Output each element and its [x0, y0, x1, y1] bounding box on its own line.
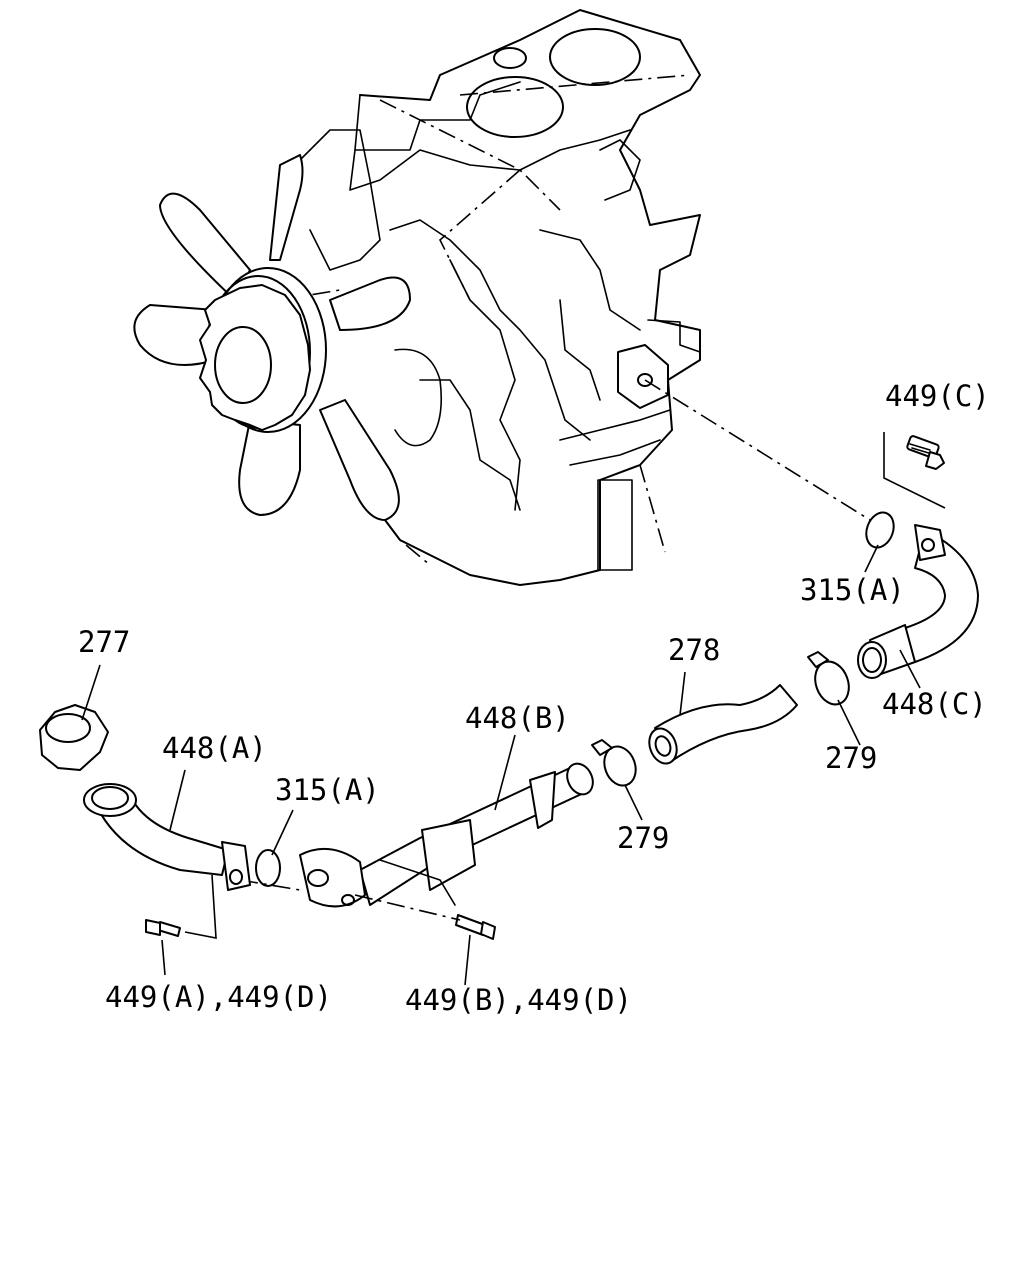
- label-448c: 448(C): [882, 687, 987, 721]
- label-448b: 448(B): [465, 701, 570, 735]
- label-449ad: 449(A),449(D): [105, 980, 332, 1014]
- label-278: 278: [668, 633, 720, 667]
- bolt-449c: [906, 435, 945, 470]
- pulley-boss: [214, 326, 272, 404]
- leader-lines: [81, 544, 921, 986]
- fan-blade: [133, 304, 216, 366]
- bolt-449c-lead: [883, 432, 946, 509]
- mounting-bracket: [617, 344, 669, 409]
- o-ring-315a-lower: [255, 849, 281, 887]
- bolt-449a-lead: [184, 874, 217, 939]
- hose-278: [648, 684, 798, 765]
- label-279-middle: 279: [617, 821, 669, 855]
- cylinder-port: [493, 47, 527, 69]
- fan-blade: [159, 192, 251, 301]
- label-279-right: 279: [825, 741, 877, 775]
- label-315a-lower: 315(A): [275, 773, 380, 807]
- label-449c: 449(C): [885, 379, 990, 413]
- pipe-448b: [299, 762, 594, 908]
- hose-clamp-279-right: [807, 651, 850, 706]
- bolt-449b: [455, 914, 496, 940]
- fan-blade: [238, 419, 301, 516]
- pipe-448c: [857, 524, 979, 679]
- cooling-fan: [133, 154, 411, 521]
- label-315a-upper: 315(A): [800, 573, 905, 607]
- filler-neck: [83, 783, 137, 817]
- cylinder-bore-2: [549, 28, 641, 86]
- pipe-448a: [83, 783, 251, 891]
- bolt-449a: [145, 919, 181, 937]
- label-449bd: 449(B),449(D): [405, 983, 632, 1017]
- engine-block: [279, 9, 701, 586]
- alignment-line: [644, 379, 871, 521]
- label-277: 277: [78, 625, 130, 659]
- cylinder-bore-1: [466, 76, 564, 138]
- fan-blade: [319, 399, 400, 521]
- filler-cap-277: [39, 704, 109, 771]
- fan-blade: [269, 154, 304, 261]
- bracket-bolt-hole: [637, 373, 653, 387]
- fan-blade: [329, 276, 411, 331]
- hose-clamp-279-middle: [591, 739, 637, 787]
- o-ring-315a-upper: [865, 511, 895, 549]
- alignment-line-lower: [354, 894, 461, 921]
- label-448a: 448(A): [162, 731, 267, 765]
